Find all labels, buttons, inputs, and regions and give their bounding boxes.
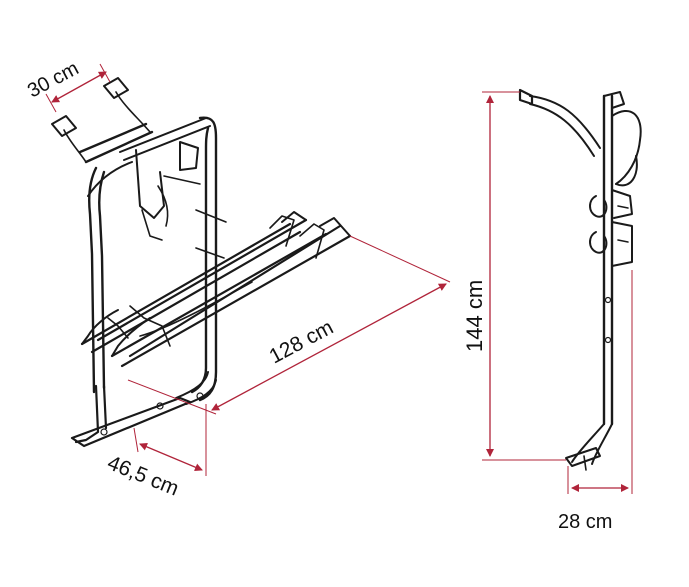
- top-bracket-right: [103, 77, 151, 133]
- dim-line-128cm: [211, 283, 447, 411]
- label-height: 144 cm: [462, 280, 487, 352]
- label-width-top: 30 cm: [24, 57, 82, 102]
- rack-side-view: [518, 88, 642, 471]
- label-side-depth: 28 cm: [558, 511, 612, 533]
- label-depth: 46,5 cm: [104, 451, 182, 500]
- top-bracket-left: [51, 115, 87, 163]
- dimension-lines: [45, 63, 633, 494]
- dim-line-46-5cm: [139, 443, 203, 471]
- rack-perspective-view: [51, 77, 352, 448]
- dim-line-30cm: [51, 71, 107, 103]
- label-length: 128 cm: [266, 316, 338, 369]
- wheel-rails: [80, 211, 352, 368]
- bike-clamp-arm: [135, 141, 227, 259]
